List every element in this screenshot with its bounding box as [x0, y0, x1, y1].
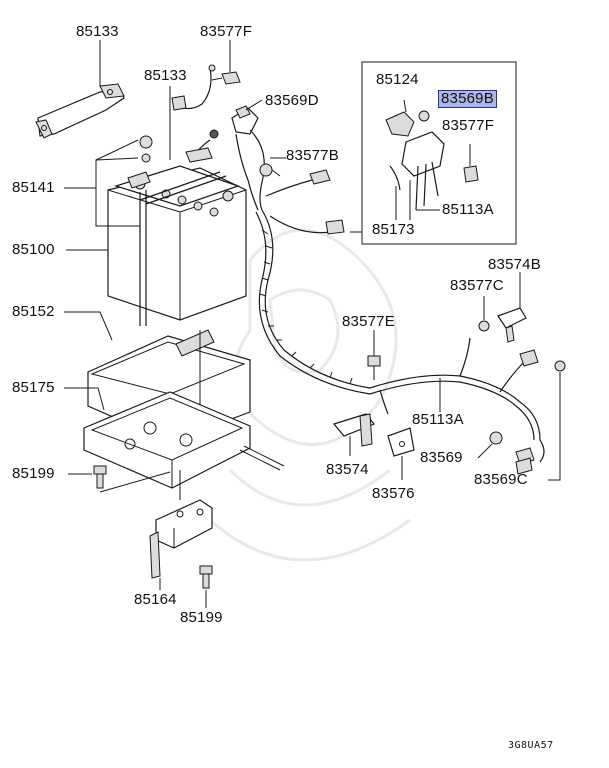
label-83569: 83569: [420, 449, 463, 466]
label-83569B-highlighted[interactable]: 83569B: [438, 90, 497, 108]
part-83577E-clip: [367, 355, 381, 380]
label-83569C: 83569C: [474, 471, 528, 488]
label-83574: 83574: [326, 461, 369, 478]
label-85199-bottom: 85199: [180, 609, 223, 626]
label-85100: 85100: [12, 241, 55, 258]
label-83577C: 83577C: [450, 277, 504, 294]
label-85199-left: 85199: [12, 465, 55, 482]
label-85175: 85175: [12, 379, 55, 396]
label-85133-top: 85133: [76, 23, 119, 40]
label-85173: 85173: [372, 221, 415, 238]
label-85152: 85152: [12, 303, 55, 320]
label-83574B: 83574B: [488, 256, 541, 273]
part-83576-bracket: [387, 427, 415, 457]
diagram-code: 3G8UA57: [508, 740, 554, 751]
label-83569D: 83569D: [265, 92, 319, 109]
label-83577F-inset: 83577F: [442, 117, 495, 134]
label-83576: 83576: [372, 485, 415, 502]
part-85164-bracket: [149, 499, 213, 579]
part-85133-bracket: [35, 83, 125, 139]
label-83577E: 83577E: [342, 313, 395, 330]
part-85175-base: [83, 391, 285, 489]
part-85199-bolt-left: [93, 465, 107, 489]
label-85164: 85164: [134, 591, 177, 608]
part-83574-bracket: [332, 413, 375, 447]
label-83577F-top: 83577F: [200, 23, 253, 40]
part-83569D-terminal: [209, 105, 259, 139]
part-85141-rod: [139, 135, 227, 326]
inset-box: [361, 61, 517, 245]
part-85113A-harness: [255, 169, 545, 465]
label-85141: 85141: [12, 179, 55, 196]
part-83577B-bolt: [259, 163, 281, 177]
part-85100-battery: [107, 165, 247, 321]
label-85133-mid: 85133: [144, 67, 187, 84]
part-85199-bolt-bottom: [199, 565, 213, 589]
label-85113A-main: 85113A: [412, 411, 464, 428]
part-83574B-bracket: [497, 307, 527, 343]
label-83577B: 83577B: [286, 147, 339, 164]
part-83577F-clip: [211, 71, 241, 85]
label-85113A-inset: 85113A: [442, 201, 494, 218]
label-85124: 85124: [376, 71, 419, 88]
